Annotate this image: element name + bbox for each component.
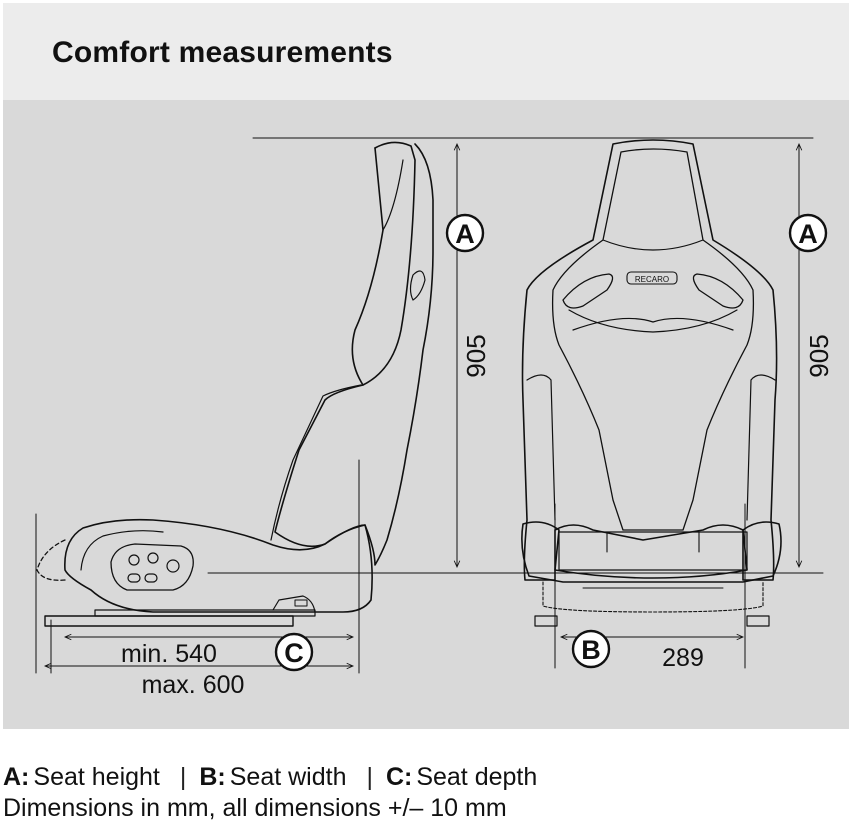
side-backrest xyxy=(274,141,434,566)
svg-text:A: A xyxy=(798,219,818,249)
side-seat-rail xyxy=(44,615,294,627)
front-backrest-shell xyxy=(521,139,778,581)
control-switch-icon xyxy=(127,573,141,583)
front-height-marker: A xyxy=(788,213,828,253)
seat-dimension-diagram: A 905 C min. 540 max. 600 xyxy=(3,100,849,729)
page-title: Comfort measurements xyxy=(52,36,393,69)
legend-a-key: A: xyxy=(3,763,30,791)
front-seat-base xyxy=(542,581,764,613)
front-right-foot xyxy=(746,615,770,627)
legend-c-text: Seat depth xyxy=(416,763,538,791)
legend-c-key: C: xyxy=(385,763,413,791)
front-left-wing xyxy=(526,374,556,521)
svg-text:B: B xyxy=(581,635,601,665)
front-backrest-inner xyxy=(551,148,755,531)
side-control-panel xyxy=(110,543,194,591)
front-height-value: 905 xyxy=(804,334,834,377)
legend-separator: | xyxy=(366,763,373,791)
legend-b-key: B: xyxy=(199,763,226,791)
legend-separator: | xyxy=(179,763,187,791)
legend-a-text: Seat height xyxy=(33,763,160,791)
front-back-panel-top xyxy=(572,317,734,331)
diagram-svg: A 905 C min. 540 max. 600 xyxy=(35,137,834,699)
side-view xyxy=(35,137,824,674)
control-knob-icon xyxy=(166,559,180,573)
side-rail-slider xyxy=(94,609,316,617)
legend: A:Seat height | B:Seat width | C:Seat dept… xyxy=(3,762,537,824)
depth-marker: C xyxy=(274,632,314,672)
side-backrest-side xyxy=(270,384,362,541)
depth-min-label: min. 540 xyxy=(121,640,217,668)
width-value: 289 xyxy=(662,644,704,672)
front-left-foot xyxy=(534,615,558,627)
front-right-bolster-slot xyxy=(692,273,744,309)
recaro-badge xyxy=(626,271,678,285)
control-knob-icon xyxy=(128,554,140,566)
side-seat-edge xyxy=(80,530,164,571)
side-belt-slot xyxy=(409,270,426,301)
side-backrest-inner xyxy=(351,147,384,386)
legend-b-text: Seat width xyxy=(229,763,347,791)
svg-text:C: C xyxy=(284,638,304,668)
control-knob-icon xyxy=(147,552,159,564)
side-backrest-seam xyxy=(382,159,404,231)
depth-max-label: max. 600 xyxy=(142,671,245,699)
front-shoulder-seam xyxy=(568,309,738,333)
header-bar: Comfort measurements xyxy=(3,3,849,100)
legend-keys: A:Seat height | B:Seat width | C:Seat dept… xyxy=(3,762,537,793)
legend-note: Dimensions in mm, all dimensions +/– 10 … xyxy=(3,794,507,822)
side-seat-cushion xyxy=(64,518,373,613)
front-view xyxy=(521,139,799,669)
front-seat-pad xyxy=(558,531,748,571)
recaro-badge-text: RECARO xyxy=(635,275,669,284)
control-switch-icon xyxy=(144,573,158,583)
side-height-value: 905 xyxy=(461,334,491,377)
side-rail-bracket xyxy=(272,595,316,613)
side-rail-latch xyxy=(294,599,308,607)
side-cushion-extension xyxy=(36,539,66,581)
width-marker: B xyxy=(571,629,611,669)
side-height-marker: A xyxy=(445,213,485,253)
front-right-wing xyxy=(746,374,776,521)
front-left-bolster-slot xyxy=(562,273,614,309)
svg-text:A: A xyxy=(455,219,475,249)
front-headrest-seam xyxy=(602,239,704,251)
